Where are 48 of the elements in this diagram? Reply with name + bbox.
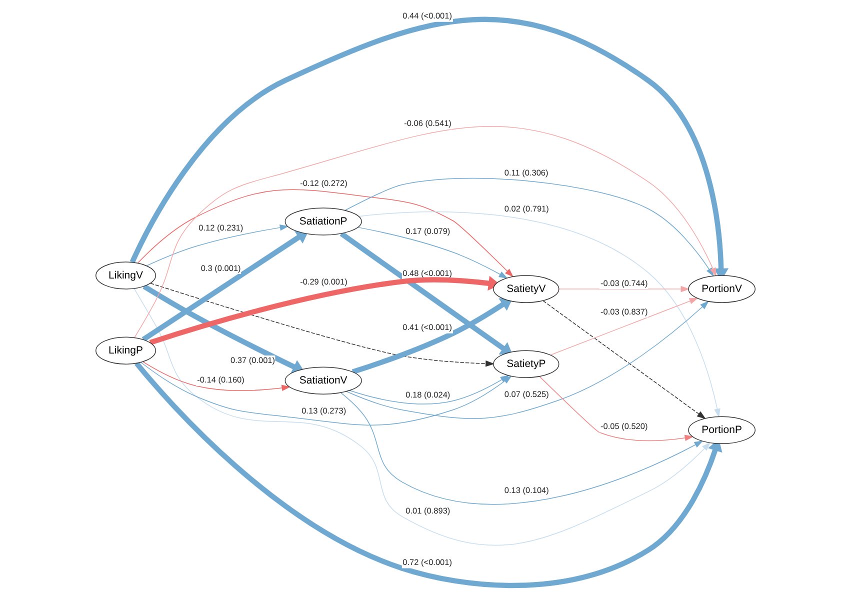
arrow — [351, 298, 512, 374]
edge-label: -0.03 (0.744) — [600, 278, 648, 288]
edge-label: -0.14 (0.160) — [196, 376, 244, 385]
arrow — [348, 375, 509, 404]
edge-label: -0.03 (0.837) — [600, 307, 648, 316]
arrow — [134, 126, 716, 338]
node-ellipse: LikingV — [95, 262, 156, 290]
node-ellipse: PortionV — [688, 275, 756, 303]
node-ellipse: SatiationV — [284, 366, 362, 394]
edge-label: 0.17 (0.079) — [405, 227, 450, 236]
arrow — [141, 230, 308, 342]
arrow — [134, 362, 722, 588]
node-ellipse: SatiationP — [284, 208, 362, 236]
edge-label: 0.41 (<0.001) — [402, 323, 452, 332]
arrow — [142, 284, 304, 374]
edge-label: 0.11 (0.306) — [504, 168, 548, 178]
edge-label: 0.72 (<0.001) — [402, 558, 452, 568]
edge-label: 0.37 (0.001) — [230, 356, 275, 365]
edge-label: -0.12 (0.272) — [300, 179, 347, 188]
edge-label: 0.48 (<0.001) — [402, 269, 452, 278]
edge-label: 0.01 (0.893) — [405, 506, 450, 516]
edge-label: 0.3 (0.001) — [200, 264, 240, 273]
arrow — [345, 300, 708, 419]
arrow — [339, 232, 512, 356]
arrow — [538, 376, 694, 442]
edge-label: 0.13 (0.104) — [504, 486, 548, 496]
arrow — [358, 212, 720, 418]
node-ellipse: SatietyV — [492, 275, 559, 303]
arrow — [542, 300, 706, 420]
node-ellipse: SatietyP — [492, 350, 559, 378]
edge-label: 0.44 (<0.001) — [402, 12, 452, 21]
edge-label: 0.02 (0.791) — [504, 204, 548, 214]
node-ellipse: PortionP — [688, 416, 756, 444]
arrow — [558, 286, 690, 292]
arrow — [133, 288, 710, 546]
arrow — [550, 298, 698, 356]
edge-label: 0.12 (0.231) — [198, 223, 243, 232]
arrow — [146, 224, 288, 266]
edge-label: 0.07 (0.525) — [504, 390, 548, 399]
edge-label: 0.18 (0.024) — [405, 390, 450, 400]
edge-label: -0.29 (0.001) — [300, 277, 347, 286]
arrow — [142, 361, 290, 392]
arrow — [340, 392, 703, 504]
edge-label: 0.13 (0.273) — [301, 406, 346, 416]
edge-label: -0.05 (0.520) — [600, 422, 648, 432]
node-ellipse: LikingP — [95, 336, 156, 364]
edge-label: -0.06 (0.541) — [404, 119, 451, 128]
arrow — [136, 189, 514, 278]
